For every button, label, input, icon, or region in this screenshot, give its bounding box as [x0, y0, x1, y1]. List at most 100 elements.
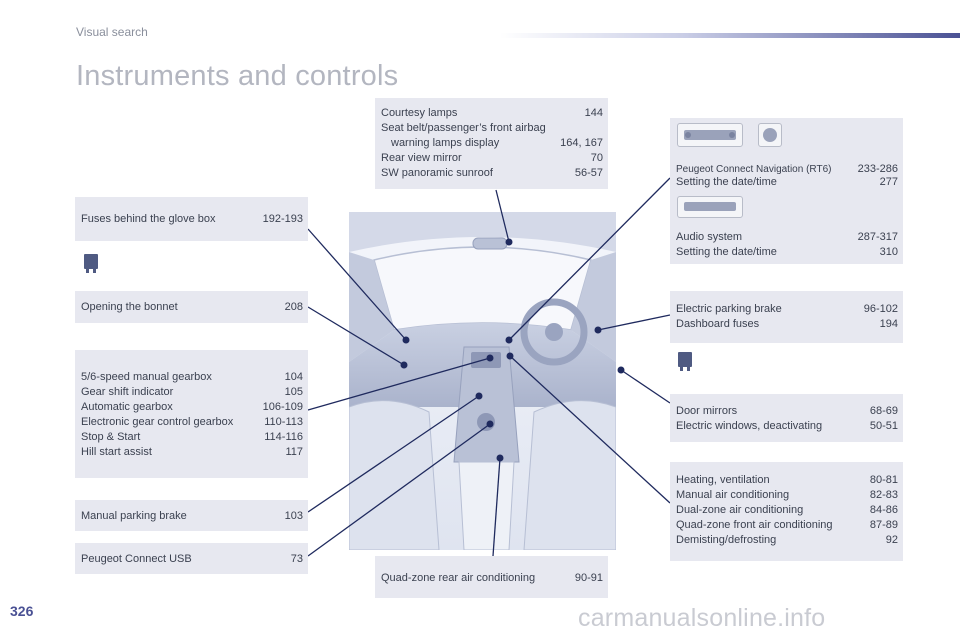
audio-unit-icon: [677, 196, 743, 218]
ref-pages: 90-91: [574, 572, 603, 584]
ref-label: Electronic gear control gearbox: [81, 416, 234, 428]
ref-label: Manual parking brake: [81, 510, 187, 522]
fuse-icon: [678, 352, 692, 371]
ref-pages: 110-113: [264, 416, 303, 428]
ref-label: Courtesy lamps: [381, 107, 458, 119]
ref-pages: 144: [584, 107, 603, 119]
ref-row: Courtesy lamps 144: [381, 106, 603, 121]
ref-pages: [597, 121, 603, 136]
ref-label: Heating, ventilation: [676, 474, 770, 486]
ref-pages: 105: [284, 386, 303, 398]
ref-row: Quad-zone rear air conditioning 90-91: [381, 571, 603, 586]
ref-label: Quad-zone front air conditioning: [676, 519, 833, 531]
ref-pages: 104: [284, 371, 303, 383]
ref-row: Setting the date/time 310: [676, 245, 898, 260]
ref-label: Fuses behind the glove box: [81, 213, 216, 225]
watermark: carmanualsonline.info: [578, 604, 826, 632]
ref-label: Rear view mirror: [381, 152, 462, 164]
ref-row: Demisting/defrosting 92: [676, 533, 898, 548]
ref-row: Peugeot Connect USB 73: [81, 552, 303, 567]
ref-pages: 70: [590, 152, 603, 164]
ref-pages: 92: [885, 534, 898, 546]
ref-pages: 106-109: [262, 401, 303, 413]
ref-pages: 208: [284, 301, 303, 313]
ref-label: warning lamps display: [391, 137, 500, 149]
bonnet-box: Opening the bonnet 208: [75, 291, 308, 323]
ref-pages: 73: [290, 553, 303, 565]
ref-label: Peugeot Connect Navigation (RT6): [676, 164, 832, 175]
ref-label: Hill start assist: [81, 446, 152, 458]
ref-label: Automatic gearbox: [81, 401, 173, 413]
ref-row: Fuses behind the glove box 192-193: [81, 212, 303, 227]
ref-label: Setting the date/time: [676, 176, 777, 188]
ref-pages: 117: [285, 446, 303, 458]
ref-pages: 277: [879, 176, 898, 188]
navigation-controller-icon: [758, 123, 782, 147]
ref-row: Electric parking brake 96-102: [676, 302, 898, 317]
door-mirrors-box: Door mirrors 68-69 Electric windows, deac…: [670, 394, 903, 442]
ref-label: Door mirrors: [676, 405, 738, 417]
ref-pages: 233-286: [857, 163, 898, 175]
ref-label: Electric windows, deactivating: [676, 420, 823, 432]
ref-label: 5/6-speed manual gearbox: [81, 371, 212, 383]
ref-row: Peugeot Connect Navigation (RT6) 233-286: [676, 162, 898, 177]
ref-pages: 310: [879, 246, 898, 258]
ref-label: Dual-zone air conditioning: [676, 504, 804, 516]
ref-pages: 82-83: [869, 489, 898, 501]
ref-label: Electric parking brake: [676, 303, 782, 315]
electric-parking-brake-box: Electric parking brake 96-102 Dashboard f…: [670, 291, 903, 343]
usb-box: Peugeot Connect USB 73: [75, 543, 308, 574]
ref-label: Audio system: [676, 231, 743, 243]
ref-row: warning lamps display 164, 167: [381, 136, 603, 151]
ref-pages: 68-69: [869, 405, 898, 417]
ref-label: Demisting/defrosting: [676, 534, 777, 546]
header-gradient-bar: [500, 33, 960, 38]
ref-row: Hill start assist 117: [81, 445, 303, 460]
ref-row: Manual parking brake 103: [81, 509, 303, 524]
ref-label: Peugeot Connect USB: [81, 553, 192, 565]
ref-pages: 84-86: [869, 504, 898, 516]
ref-row: Door mirrors 68-69: [676, 404, 898, 419]
ref-row: Manual air conditioning 82-83: [676, 488, 898, 503]
ref-row: Electronic gear control gearbox 110-113: [81, 415, 303, 430]
ref-pages: 96-102: [863, 303, 898, 315]
ref-pages: 287-317: [857, 231, 898, 243]
courtesy-lamps-box: Courtesy lamps 144 Seat belt/passenger’s …: [375, 98, 608, 189]
ref-row: Rear view mirror 70: [381, 151, 603, 166]
ref-row: Dual-zone air conditioning 84-86: [676, 503, 898, 518]
ref-label: Quad-zone rear air conditioning: [381, 572, 536, 584]
heating-box: Heating, ventilation 80-81 Manual air con…: [670, 462, 903, 561]
ref-row: Audio system 287-317: [676, 230, 898, 245]
ref-label: Manual air conditioning: [676, 489, 790, 501]
header-section-label: Visual search: [76, 25, 148, 39]
page-number: 326: [10, 603, 34, 619]
ref-row: 5/6-speed manual gearbox 104: [81, 370, 303, 385]
ref-pages: 103: [284, 510, 303, 522]
navigation-unit-icon: [677, 123, 743, 147]
ref-pages: 114-116: [264, 431, 303, 443]
ref-row: Seat belt/passenger’s front airbag: [381, 121, 603, 136]
ref-pages: 164, 167: [560, 137, 603, 149]
ref-label: Opening the bonnet: [81, 301, 178, 313]
ref-row: Setting the date/time 277: [676, 175, 898, 190]
rear-ac-box: Quad-zone rear air conditioning 90-91: [375, 556, 608, 598]
ref-pages: 56-57: [574, 167, 603, 179]
fuse-icon: [84, 254, 98, 273]
ref-row: Electric windows, deactivating 50-51: [676, 419, 898, 434]
ref-pages: 192-193: [262, 213, 303, 225]
ref-row: SW panoramic sunroof 56-57: [381, 166, 603, 181]
ref-pages: 80-81: [869, 474, 898, 486]
ref-label: Dashboard fuses: [676, 318, 760, 330]
ref-pages: 50-51: [869, 420, 898, 432]
cockpit-illustration: [349, 212, 616, 550]
gearbox-box: 5/6-speed manual gearbox 104 Gear shift i…: [75, 350, 308, 478]
ref-label: Setting the date/time: [676, 246, 777, 258]
ref-row: Heating, ventilation 80-81: [676, 473, 898, 488]
ref-row: Automatic gearbox 106-109: [81, 400, 303, 415]
ref-row: Opening the bonnet 208: [81, 300, 303, 315]
manual-parking-brake-box: Manual parking brake 103: [75, 500, 308, 531]
ref-label: SW panoramic sunroof: [381, 167, 493, 179]
